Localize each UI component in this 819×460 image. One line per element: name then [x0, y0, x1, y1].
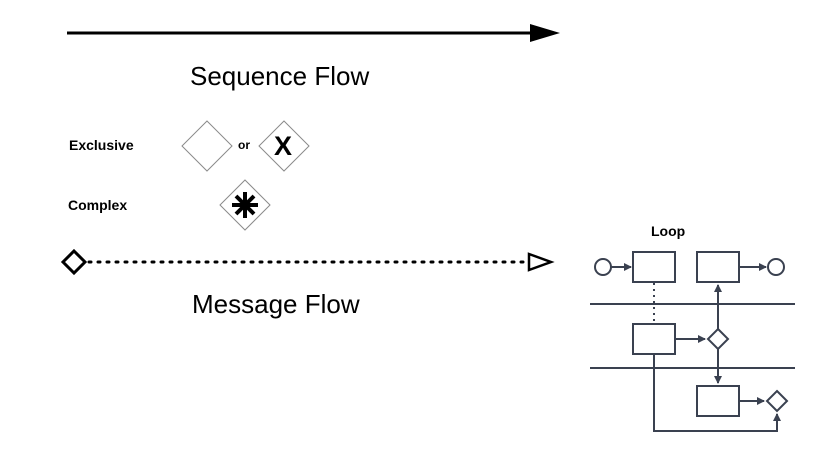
task-box [696, 385, 740, 417]
loop-title: Loop [651, 223, 686, 239]
complex-gateway-icon [219, 179, 271, 231]
message-flow-label: Message Flow [192, 289, 360, 319]
end-event-icon [767, 258, 785, 276]
exclusive-gateway-label: Exclusive [69, 137, 134, 153]
sequence-flow-label: Sequence Flow [190, 61, 370, 91]
task-box [696, 251, 740, 283]
exclusive-gateway-empty-icon [181, 120, 233, 172]
loop-gateway-icon [706, 327, 730, 351]
complex-gateway-label: Complex [68, 197, 128, 213]
loop-diagram [590, 251, 795, 432]
task-box [632, 323, 676, 355]
sequence-flow-arrow [67, 24, 560, 42]
or-label: or [238, 138, 250, 152]
task-box [632, 251, 676, 283]
loop-gateway-icon [765, 389, 789, 413]
message-flow-arrow [60, 248, 555, 276]
exclusive-x-marker: X [274, 131, 293, 161]
start-event-icon [594, 258, 612, 276]
exclusive-gateway-x-icon [258, 120, 310, 172]
